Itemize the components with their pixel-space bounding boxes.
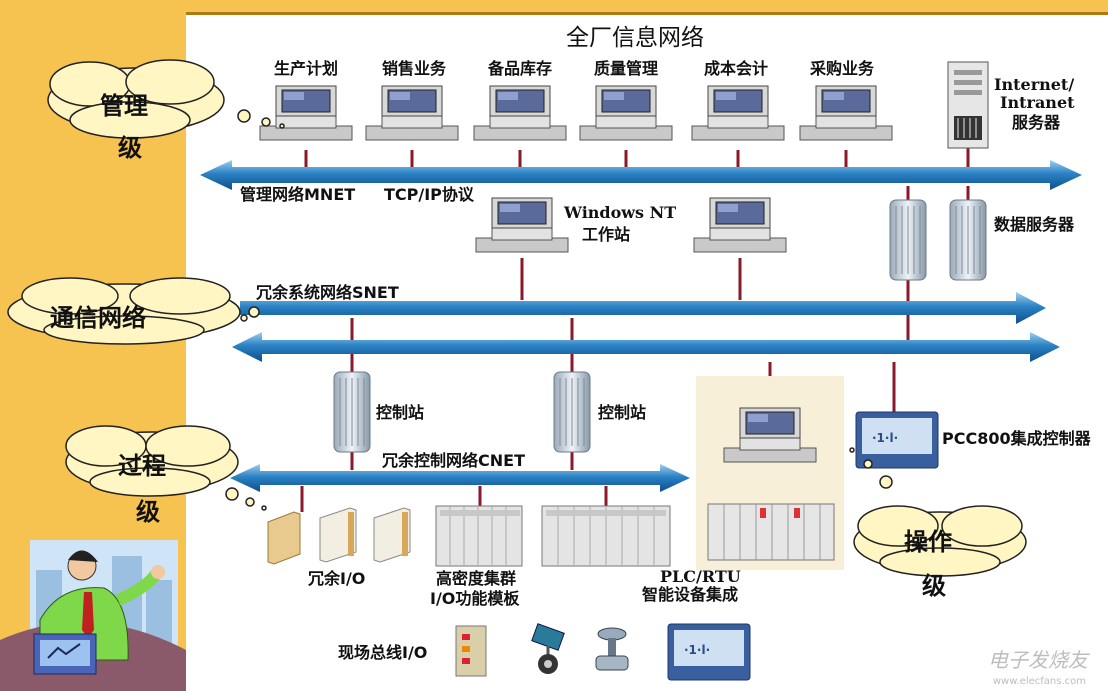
control-station-icon bbox=[553, 371, 591, 453]
svg-text:·1·l·: ·1·l· bbox=[872, 431, 898, 445]
cloud-operation bbox=[849, 447, 1027, 577]
hd-cluster-label: I/O功能模板 bbox=[430, 589, 520, 608]
workstation-icon bbox=[259, 85, 353, 141]
redundant-io-label: 冗余I/O bbox=[308, 569, 366, 588]
management-level-suffix: 级 bbox=[118, 133, 142, 162]
operation-level-label: 操作 bbox=[904, 527, 952, 556]
workstation-label: 生产计划 bbox=[274, 59, 339, 78]
process-level-suffix: 级 bbox=[136, 497, 160, 526]
communication-network-label: 通信网络 bbox=[50, 303, 146, 332]
data-server-label: 数据服务器 bbox=[994, 215, 1075, 234]
nt-workstation-icon bbox=[475, 197, 569, 253]
plc-label: 智能设备集成 bbox=[642, 585, 739, 604]
field-controller-icon: ·1·l· bbox=[667, 623, 751, 681]
hd-cluster-icon bbox=[435, 505, 523, 567]
plc-label: PLC/RTU bbox=[660, 567, 741, 586]
snet-label: 冗余系统网络SNET bbox=[256, 283, 399, 302]
watermark-logo: 电子发烧友 bbox=[988, 648, 1088, 672]
cloud-process bbox=[65, 425, 267, 511]
cnet-label: 冗余控制网络CNET bbox=[382, 451, 525, 470]
cnet-bus bbox=[230, 464, 690, 492]
watermark-url: www.elecfans.com bbox=[992, 676, 1086, 687]
server-label: Internet/ bbox=[994, 75, 1075, 94]
workstation-icon bbox=[365, 85, 459, 141]
workstation-label: 成本会计 bbox=[704, 59, 769, 78]
valve-icon bbox=[595, 627, 629, 671]
server-icon bbox=[947, 61, 989, 149]
workstation-label: 质量管理 bbox=[594, 59, 659, 78]
workstation-icon bbox=[691, 85, 785, 141]
mnet-bus bbox=[200, 160, 1082, 190]
mnet-label: 管理网络MNET bbox=[240, 185, 356, 204]
top-bar bbox=[186, 0, 1108, 15]
hd-cluster-label: 高密度集群 bbox=[436, 569, 517, 588]
workstation-icon bbox=[473, 85, 567, 141]
nt-workstation-icon bbox=[693, 197, 787, 253]
fieldbus-label: 现场总线I/O bbox=[338, 643, 428, 662]
workstation-label: 备品库存 bbox=[488, 59, 553, 78]
server-label: Intranet bbox=[1000, 93, 1075, 112]
nt-station-label: Windows NT bbox=[564, 203, 677, 222]
data-server-icon bbox=[889, 199, 927, 281]
workstation-label: 销售业务 bbox=[382, 59, 447, 78]
plc-rtu-icon bbox=[541, 505, 671, 567]
control-station-icon bbox=[333, 371, 371, 453]
server-label: 服务器 bbox=[1012, 113, 1061, 132]
workstation-icon bbox=[799, 85, 893, 141]
sensor-icon bbox=[531, 623, 565, 674]
pcc800-label: PCC800集成控制器 bbox=[942, 429, 1091, 448]
data-server-icon bbox=[949, 199, 987, 281]
tcpip-label: TCP/IP协议 bbox=[384, 185, 474, 204]
snet-bus-1 bbox=[240, 292, 1046, 324]
process-level-label: 过程 bbox=[118, 451, 166, 480]
field-bus-module-icon bbox=[455, 625, 487, 677]
nt-station-label: 工作站 bbox=[582, 225, 631, 244]
control-station-label: 控制站 bbox=[376, 403, 425, 422]
cloud-management bbox=[47, 59, 285, 139]
cloud-communication bbox=[7, 277, 260, 345]
operation-level-suffix: 级 bbox=[922, 571, 946, 600]
page-title: 全厂信息网络 bbox=[566, 25, 704, 51]
snet-bus-2 bbox=[232, 332, 1060, 362]
workstation-icon bbox=[579, 85, 673, 141]
svg-text:·1·l·: ·1·l· bbox=[684, 643, 710, 657]
management-level-label: 管理 bbox=[100, 91, 148, 120]
pcc800-controller-icon: ·1·l· bbox=[855, 411, 939, 469]
workstation-label: 采购业务 bbox=[810, 59, 875, 78]
control-station-label: 控制站 bbox=[598, 403, 647, 422]
plc-rack-icon bbox=[707, 503, 835, 561]
person-illustration bbox=[0, 540, 186, 691]
redundant-io-icon bbox=[267, 507, 411, 565]
